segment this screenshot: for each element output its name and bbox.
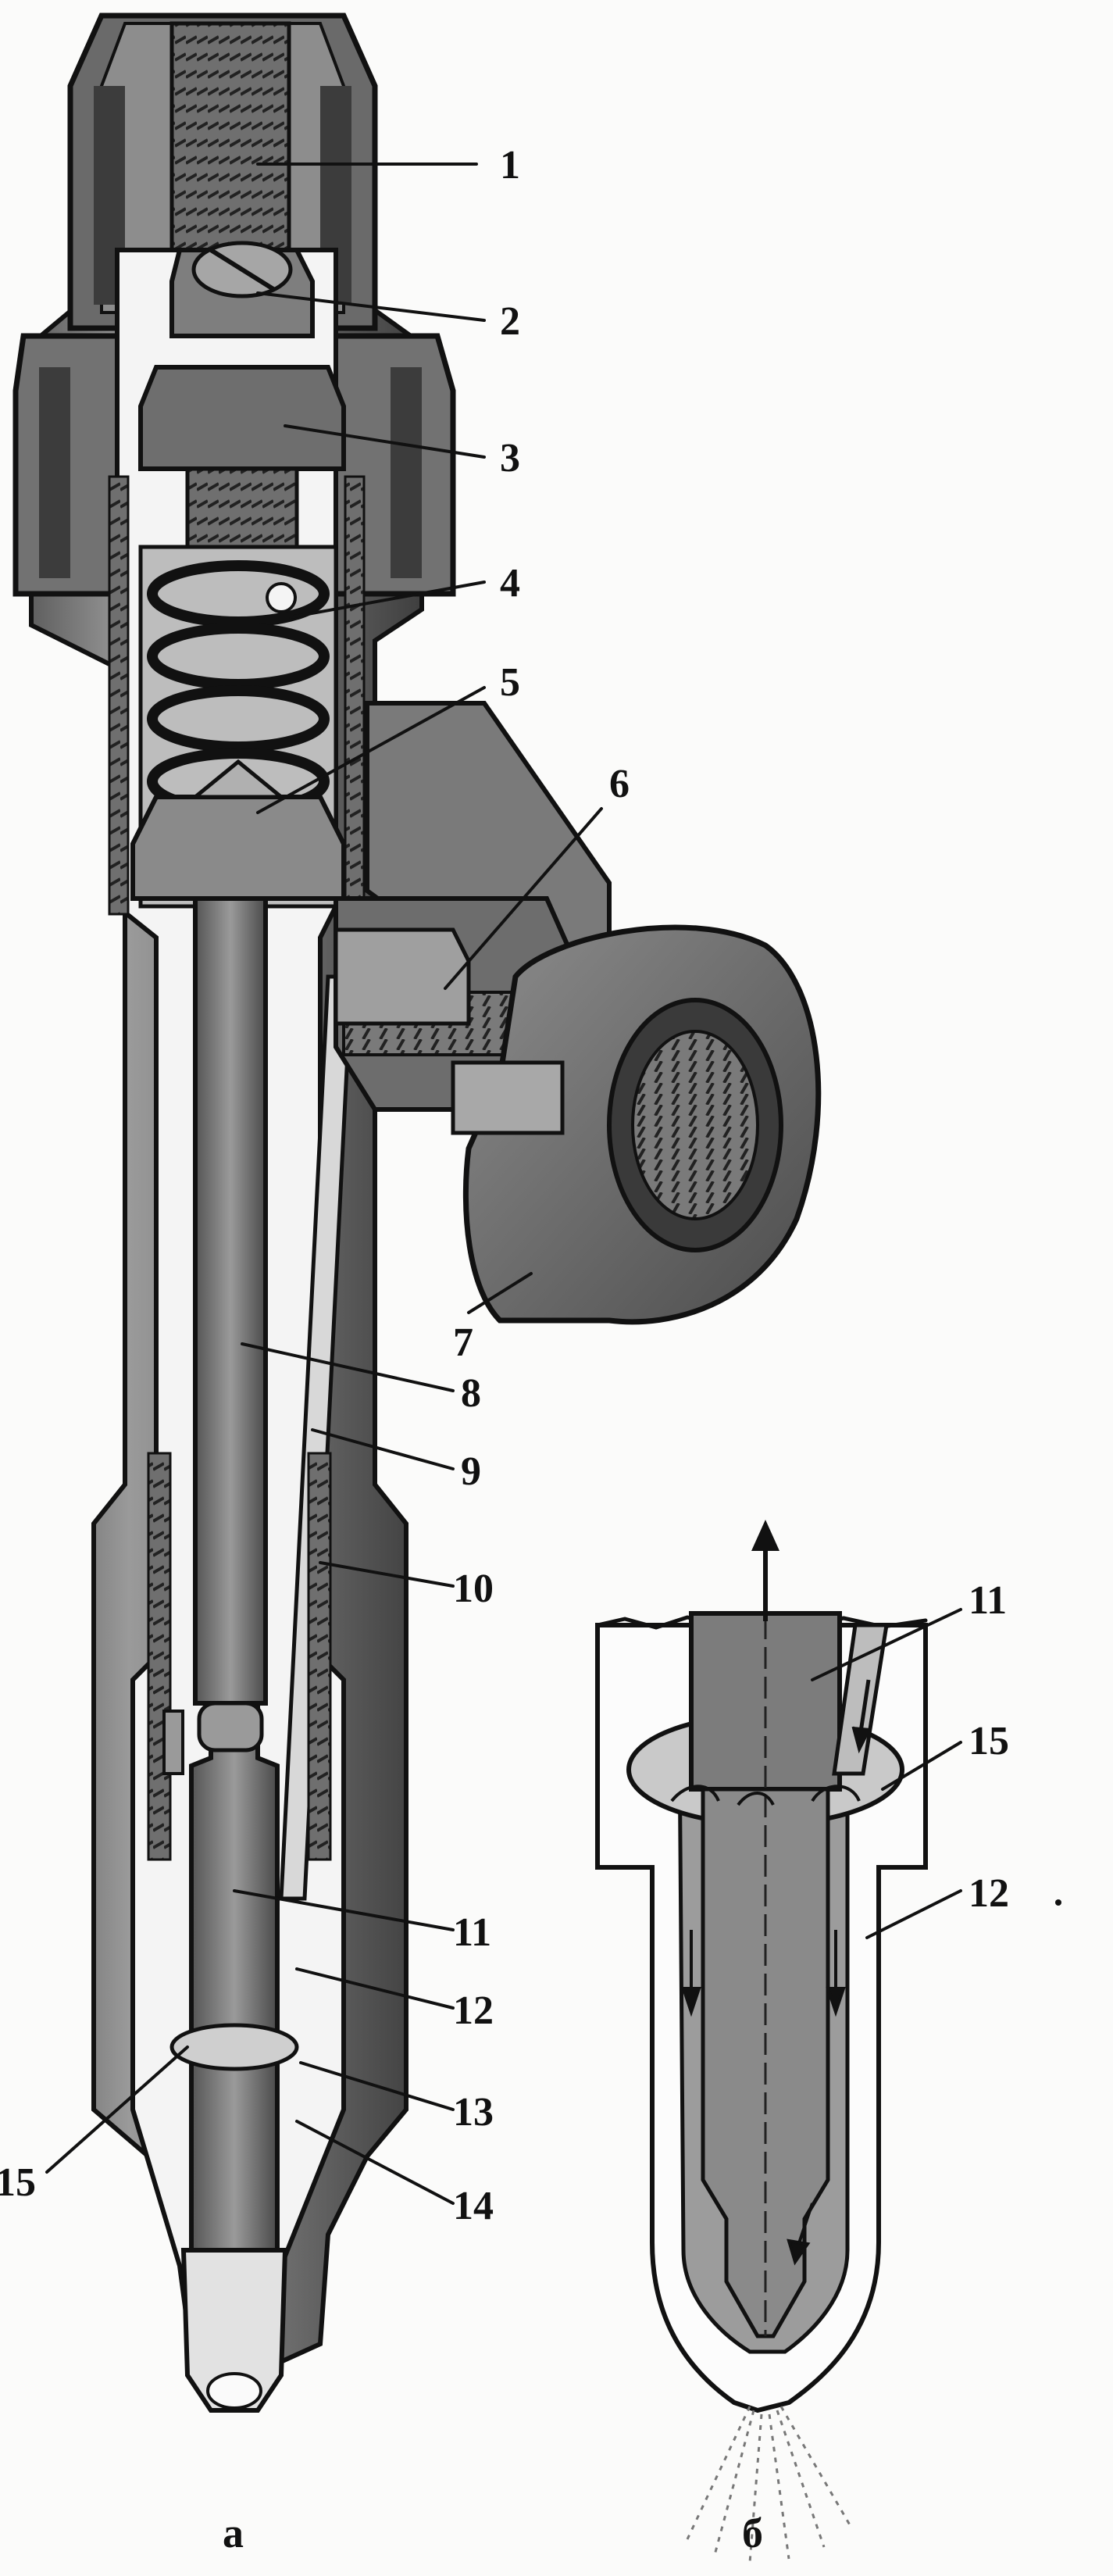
callout-14: 14 xyxy=(453,2184,494,2228)
pressure-chamber xyxy=(169,2023,299,2071)
callout-5: 5 xyxy=(500,660,520,705)
callout-2: 2 xyxy=(500,299,520,344)
callout-b-11: 11 xyxy=(969,1578,1007,1623)
pushrod xyxy=(193,896,268,1706)
callout-6: 6 xyxy=(609,762,630,806)
callouts-figure-a: 1 2 3 4 5 6 7 8 9 10 11 12 13 14 15 xyxy=(0,143,630,2228)
figure-label-b: б xyxy=(742,2510,763,2556)
needle-upper xyxy=(689,1611,842,1792)
nozzle-tip xyxy=(180,2248,288,2413)
callout-b-15: 15 xyxy=(969,1719,1009,1763)
figure-a-injector-section xyxy=(12,13,822,2413)
callout-13: 13 xyxy=(453,2090,494,2135)
callouts-figure-b: 11 15 12 xyxy=(969,1578,1009,1916)
fuel-spray xyxy=(686,2406,853,2563)
leader-lines-a xyxy=(45,163,603,2205)
callout-1: 1 xyxy=(500,143,520,188)
spring-plate xyxy=(130,795,346,901)
stray-dot xyxy=(1055,1899,1061,1906)
figure-label-a: а xyxy=(223,2510,244,2556)
inlet-thread xyxy=(169,21,291,260)
hex-nut xyxy=(138,365,346,471)
callout-b-12: 12 xyxy=(969,1871,1009,1916)
callout-4: 4 xyxy=(500,561,520,606)
callout-12: 12 xyxy=(453,1988,494,2033)
filter-insert xyxy=(334,927,471,1026)
leader-lines-b xyxy=(811,1608,962,1939)
flow-arrows xyxy=(670,1785,861,2266)
callout-9: 9 xyxy=(461,1449,481,1494)
callout-7: 7 xyxy=(453,1320,473,1365)
callout-15: 15 xyxy=(0,2160,36,2205)
callout-8: 8 xyxy=(461,1371,481,1416)
callout-3: 3 xyxy=(500,436,520,481)
callout-10: 10 xyxy=(453,1567,494,1611)
callout-11: 11 xyxy=(453,1910,491,1955)
figure-b-nozzle-detail xyxy=(595,1520,962,2563)
